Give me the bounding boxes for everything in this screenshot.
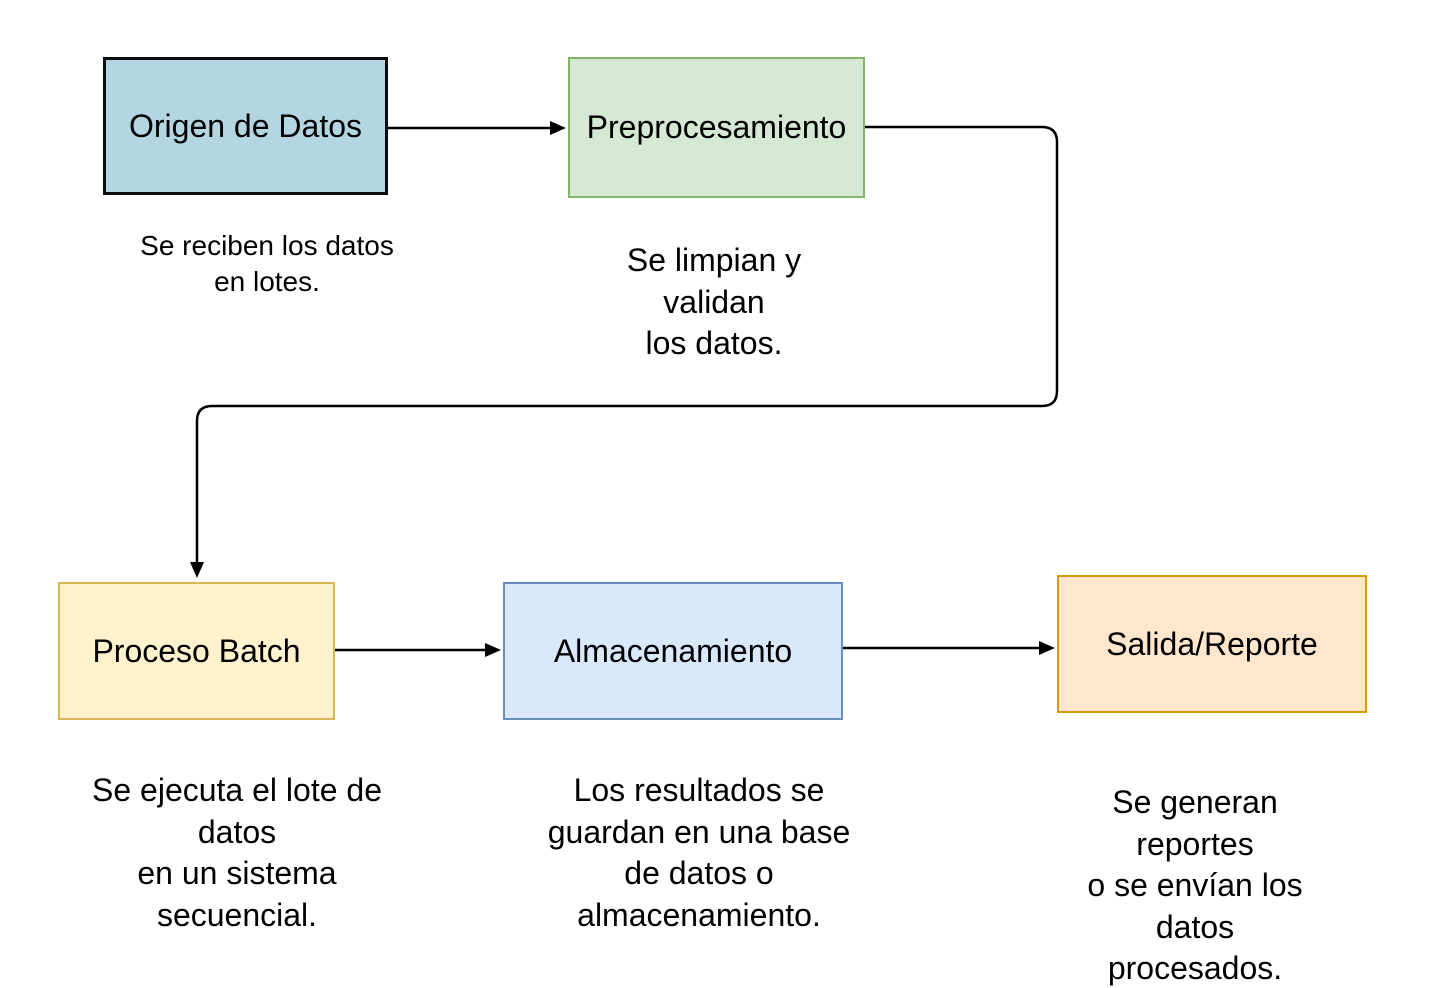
caption-preprocesamiento: Se limpian y validan los datos. — [626, 242, 802, 362]
node-preprocesamiento-label: Preprocesamiento — [586, 109, 847, 145]
node-preprocesamiento[interactable]: Preprocesamiento — [568, 57, 865, 198]
node-almacenamiento-label: Almacenamiento — [553, 632, 793, 669]
node-salida-reporte[interactable]: Salida/Reporte — [1057, 575, 1367, 713]
node-salida-reporte-label: Salida/Reporte — [1106, 625, 1318, 662]
caption-proceso-batch: Se ejecuta el lote de datos en un sistem… — [92, 772, 382, 933]
node-origen-de-datos-label: Origen de Datos — [128, 107, 362, 144]
node-almacenamiento[interactable]: Almacenamiento — [503, 582, 843, 720]
node-proceso-batch-label: Proceso Batch — [92, 632, 301, 669]
caption-salida-reporte: Se generan reportes o se envían los dato… — [1087, 784, 1303, 987]
caption-origen-de-datos: Se reciben los datos en lotes. — [140, 230, 394, 298]
node-origen-de-datos[interactable]: Origen de Datos — [103, 57, 388, 195]
caption-almacenamiento: Los resultados se guardan en una base de… — [547, 772, 851, 933]
node-proceso-batch[interactable]: Proceso Batch — [58, 582, 335, 720]
